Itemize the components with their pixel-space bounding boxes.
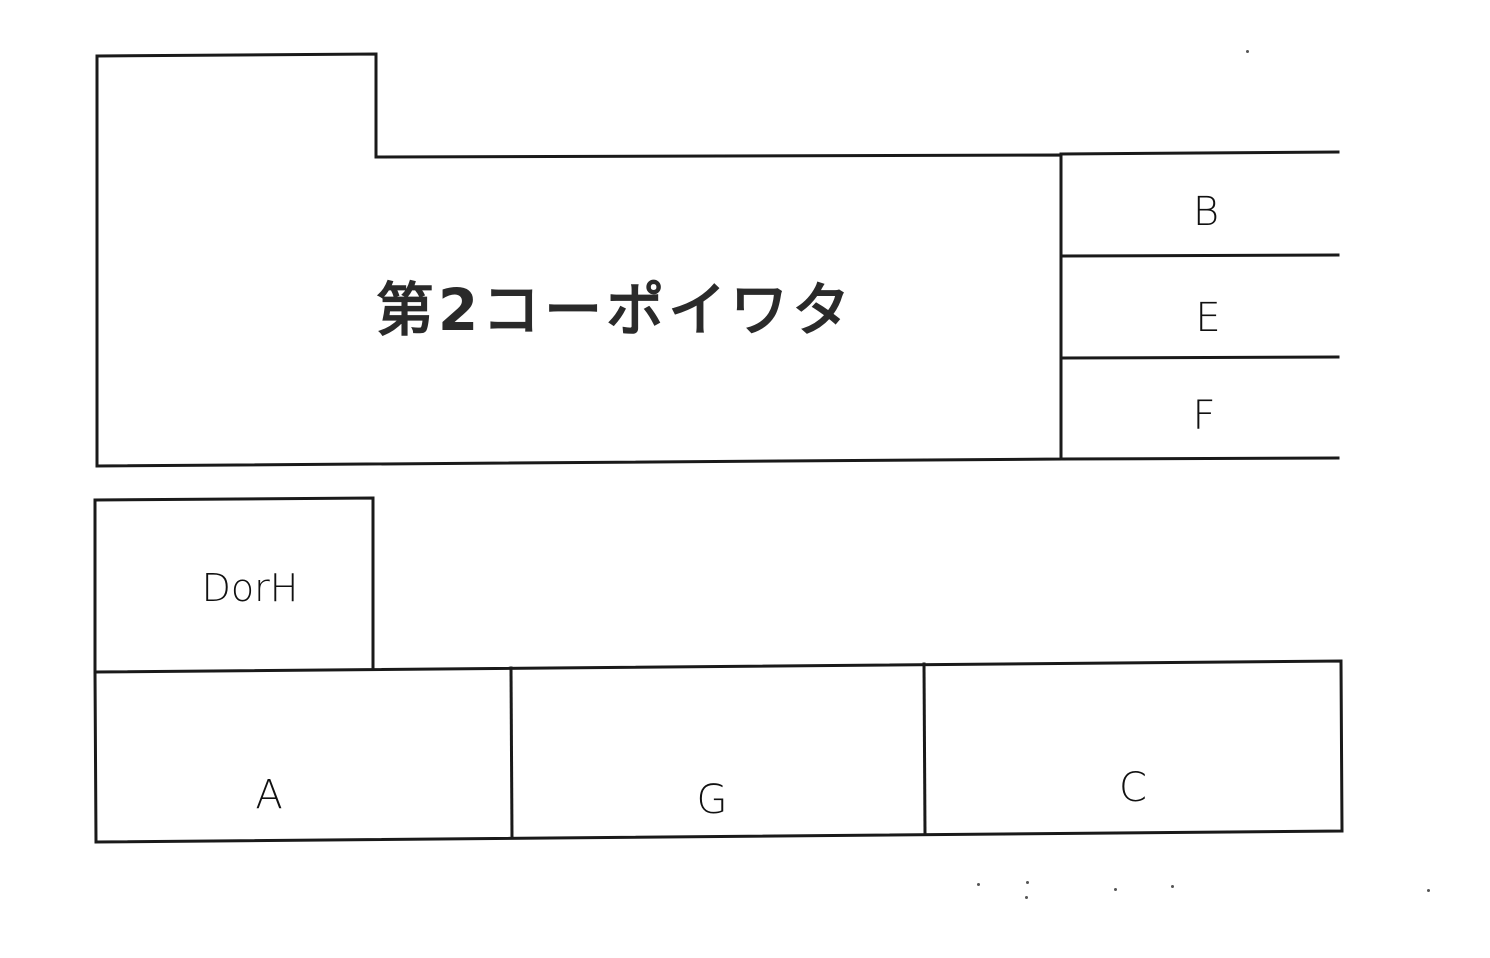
scan-speck xyxy=(1026,881,1029,884)
bottom-row-outline xyxy=(93,659,1344,844)
stall-label-c: C xyxy=(1119,765,1147,811)
stall-line-bottom xyxy=(1059,456,1340,461)
stall-divider-g-c xyxy=(922,662,927,836)
scan-speck xyxy=(1114,888,1117,891)
building-outline xyxy=(95,52,1063,468)
stall-divider-e-f xyxy=(1060,355,1340,360)
scan-speck xyxy=(1246,50,1249,53)
stall-label-e: E xyxy=(1195,295,1221,341)
scan-speck xyxy=(977,883,980,886)
building-name: 第2コーポイワタ xyxy=(375,276,855,344)
stall-label-b: B xyxy=(1192,189,1220,235)
stall-line-top xyxy=(1059,150,1340,156)
stall-divider-a-g xyxy=(509,666,514,840)
scan-speck xyxy=(1171,885,1174,888)
stall-label-d-or-h: DorH xyxy=(201,566,299,610)
scan-speck xyxy=(1025,896,1028,899)
stall-label-f: F xyxy=(1192,393,1216,439)
stall-label-a: A xyxy=(255,772,283,818)
stall-dorh-outline xyxy=(93,496,375,672)
scan-speck xyxy=(1427,889,1430,892)
stall-label-g: G xyxy=(696,777,728,823)
stall-divider-b-e xyxy=(1060,253,1340,258)
